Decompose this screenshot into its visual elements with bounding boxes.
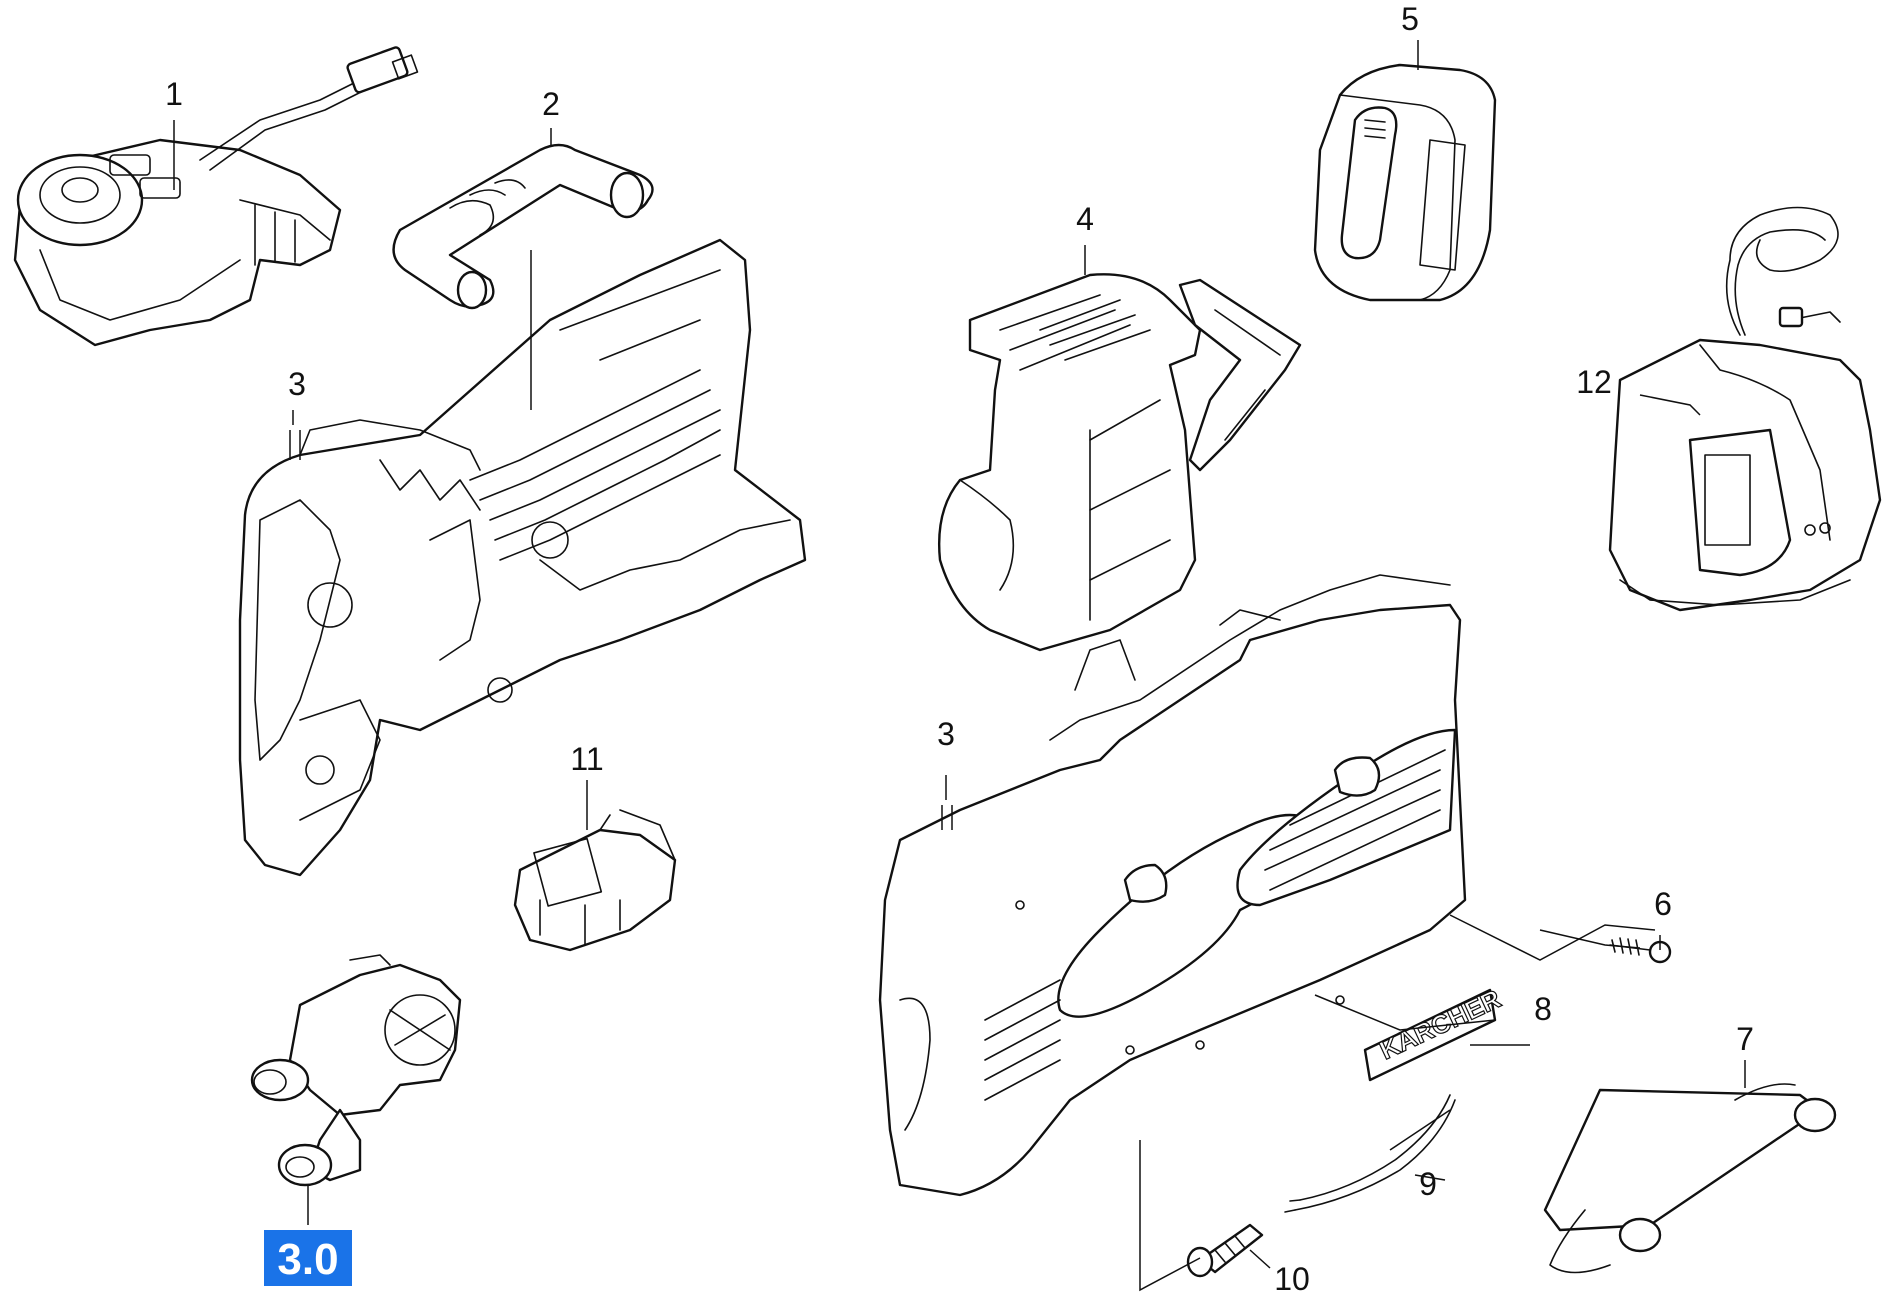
label-part-2: 2 [542, 86, 560, 122]
label-part-9: 9 [1419, 1166, 1437, 1202]
label-part-3-right: 3 [937, 716, 955, 752]
label-part-11: 11 [570, 741, 603, 777]
part-7-strap [1543, 1083, 1837, 1274]
part-6-screw [1609, 937, 1672, 964]
label-part-1: 1 [165, 76, 183, 112]
part-3-housing-right [878, 574, 1467, 1197]
leader-lines [173, 40, 1746, 1292]
label-part-12: 12 [1576, 364, 1612, 400]
label-part-6: 6 [1654, 886, 1672, 922]
label-part-7: 7 [1736, 1021, 1754, 1057]
part-9-wires [1284, 1094, 1456, 1213]
assembly-badge: 3.0 [264, 1230, 352, 1286]
label-part-5: 5 [1401, 1, 1419, 37]
part-12-charger [1608, 206, 1882, 612]
part-1-motor-unit [13, 46, 419, 347]
label-part-4: 4 [1076, 201, 1094, 237]
label-part-10: 10 [1274, 1261, 1310, 1297]
label-part-8: 8 [1534, 991, 1552, 1027]
part-11-switch [513, 809, 677, 952]
part-3-0-pump-assembly [250, 954, 462, 1187]
part-2-handle [392, 143, 654, 310]
part-10-bolt [1186, 1223, 1264, 1278]
part-3-housing-left [238, 238, 807, 877]
label-part-3-left: 3 [288, 366, 306, 402]
part-8-logo-plate: KARCHER [1363, 983, 1506, 1082]
part-4-reservoir [938, 273, 1302, 652]
badge-label: 3.0 [277, 1235, 338, 1284]
part-5-battery-pack [1313, 63, 1497, 302]
